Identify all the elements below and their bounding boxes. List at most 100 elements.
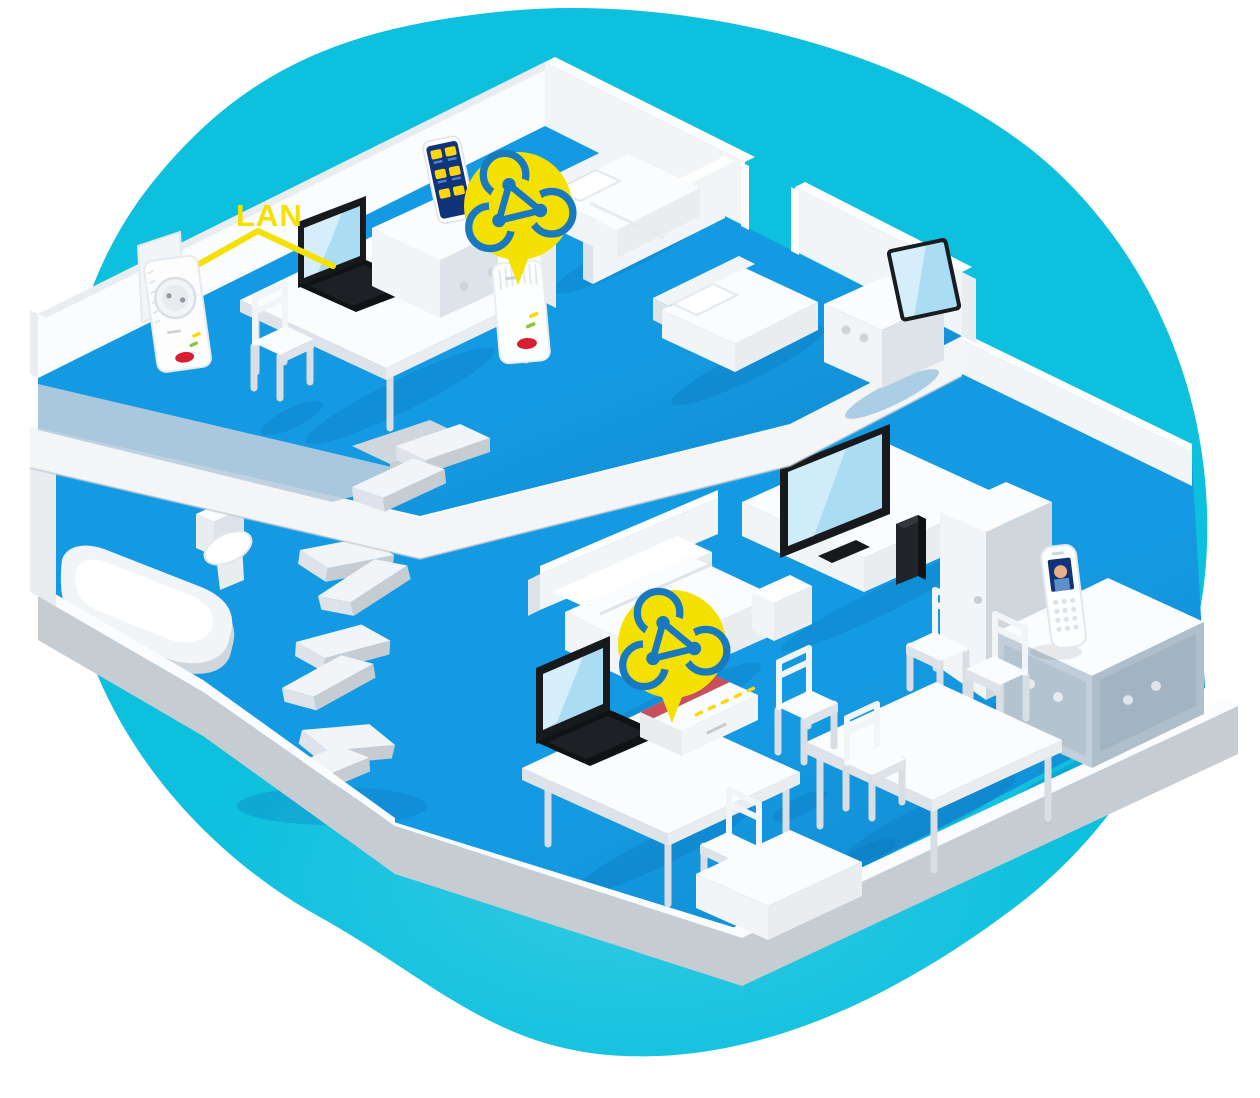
wall-nw-end: [30, 310, 38, 378]
app-tile: [438, 188, 451, 199]
drawer-knob: [1123, 695, 1133, 705]
bedroom-1: [536, 142, 700, 258]
bed-mattress-front: [735, 302, 818, 372]
adapter-logo: [167, 329, 181, 334]
adapter-socket-well: [162, 284, 189, 311]
sofa-armrest-top: [752, 575, 812, 603]
lower-walls: [30, 332, 1238, 986]
bed-shadow: [671, 326, 825, 406]
led: [707, 704, 717, 711]
dining-table-edge: [932, 740, 1062, 812]
caller-photo: [1054, 565, 1068, 579]
tv-screen: [788, 434, 882, 546]
lan-label: LAN: [236, 198, 303, 233]
tablet-screen-sheen: [890, 245, 926, 318]
repeater-badge: [516, 337, 537, 350]
app-tile: [430, 149, 443, 160]
storage-chest: [696, 830, 862, 940]
app-label: [437, 179, 447, 184]
bed-mattress-top: [662, 268, 818, 344]
wifi-router: [640, 676, 758, 756]
app-tile: [434, 168, 447, 180]
bedroom-2: [653, 238, 962, 388]
bathtub-basin: [75, 559, 213, 643]
router-leds: [694, 686, 756, 717]
app-tile: [448, 165, 461, 177]
staircase-upper: [349, 420, 490, 515]
chest-top: [696, 830, 862, 906]
sofa-armrest-side: [752, 592, 774, 641]
sofa-half-wall-top: [540, 490, 718, 574]
laptop-screen-sheen: [304, 213, 342, 278]
bed-mattress-top: [545, 154, 700, 230]
nightstand-knob: [841, 325, 851, 335]
socket-hole: [166, 293, 172, 299]
sofa-armrest-front: [774, 586, 812, 641]
app-label: [451, 176, 462, 181]
led: [694, 710, 704, 717]
upper-slab-fascia: [30, 334, 962, 559]
caller-photo-body: [1053, 577, 1071, 592]
app-label: [433, 159, 443, 165]
lowboard-shadow: [780, 552, 980, 652]
powerline-adapter: [143, 254, 212, 373]
app-tile: [444, 146, 457, 157]
laptop-screen-sheen: [543, 657, 583, 730]
nightstand-shadow: [845, 369, 939, 419]
router-top: [640, 676, 758, 731]
wall-left-edge: [30, 452, 56, 606]
upper-floor: LAN: [29, 57, 976, 561]
chest-front: [768, 862, 862, 940]
wardrobe-top: [940, 482, 1052, 532]
study-corner: [522, 590, 862, 940]
lan-cable: [189, 228, 336, 271]
pillow: [670, 282, 740, 317]
led: [189, 341, 198, 348]
lower-floor: [30, 332, 1238, 986]
adapter-badge: [175, 351, 195, 363]
led: [746, 686, 756, 693]
wall-right-back-top: [962, 332, 1192, 452]
wall-hall-top: [203, 680, 395, 826]
blanket-seam: [589, 201, 665, 240]
sideboard-side-drawer: [1100, 634, 1196, 752]
tv-screen-sheen: [788, 449, 846, 546]
app-tile: [452, 185, 465, 196]
tv-stand: [818, 540, 870, 563]
bed-mattress-side: [662, 310, 735, 372]
cordless-phone: [1040, 543, 1087, 649]
dining-area: [776, 590, 1062, 874]
wall-bottom-left-top: [381, 818, 742, 938]
led: [529, 311, 539, 319]
cabinet-front: [372, 228, 440, 318]
sideboard-top: [996, 578, 1204, 676]
study-desk-edge: [522, 768, 668, 846]
wall-bath-top: [38, 584, 203, 692]
router-side: [640, 712, 682, 756]
led: [525, 322, 536, 329]
nightstand-side: [882, 302, 944, 388]
set-top-box: [896, 515, 918, 585]
set-top-box-side: [918, 515, 926, 580]
wall-ne2-end: [962, 272, 976, 343]
smartphone-screen: [426, 141, 472, 219]
wall-bottom-left-front: [395, 826, 742, 986]
drawer-knob: [1053, 692, 1063, 702]
desk-shadow: [305, 347, 495, 445]
sofa-back-top: [552, 536, 712, 608]
drawer-knob: [1151, 681, 1161, 691]
bed-headboard: [653, 256, 755, 306]
led: [192, 331, 201, 338]
smartphone-app-tiles: [430, 146, 465, 199]
toilet-seat: [203, 530, 253, 566]
fascia-shadow-line: [29, 375, 963, 561]
router-label: [706, 722, 727, 735]
app-label: [447, 156, 457, 162]
bathroom: [60, 500, 253, 674]
powerline-area: LAN: [136, 198, 336, 373]
cabinet-knob: [459, 281, 469, 291]
chest-side: [696, 874, 768, 940]
door-jamb: [741, 162, 749, 230]
